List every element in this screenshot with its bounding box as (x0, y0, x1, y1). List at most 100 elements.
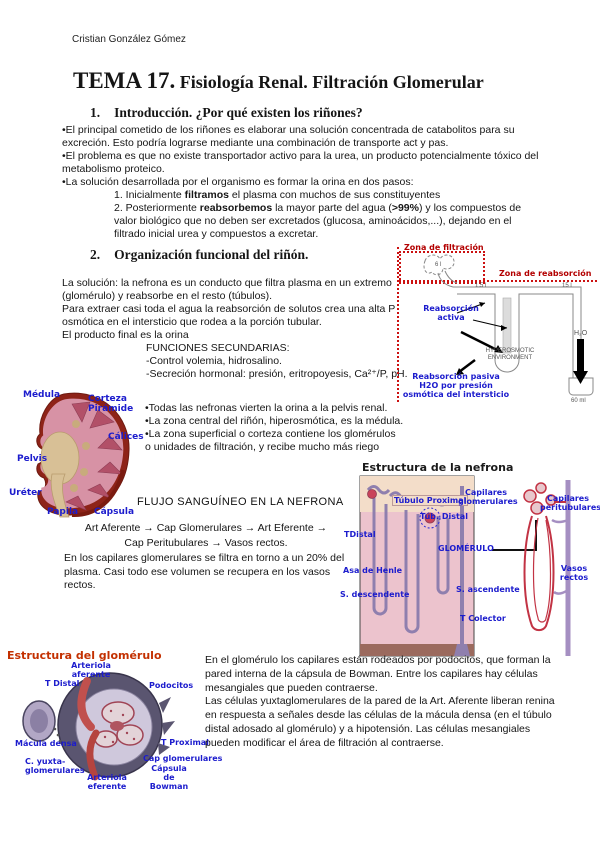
glom-yuxta-label: C. yuxta- glomerulares (25, 757, 85, 775)
reabsorcion-activa-label: Reabsorción activa (423, 304, 479, 322)
hyperosmotic-label: HYPEROSMOTIC ENVIRONMENT (485, 348, 535, 362)
cap-peri-line2: peritubulares (540, 503, 600, 512)
glom-text-para2: Las células yuxtaglomerulares de la pare… (205, 695, 555, 749)
author-name: Cristian González Gómez (72, 34, 186, 45)
flow-heading: FLUJO SANGUÍNEO EN LA NEFRONA (137, 496, 344, 508)
flow-path-line2: Cap Peritubulares → Vasos rectos. (124, 537, 288, 549)
glom-t-proximal-label: T Proximal (161, 738, 209, 747)
reabsorcion-pasiva-line1: Reabsorción pasiva (412, 372, 500, 381)
page-title-lead: TEMA 17. (73, 68, 176, 93)
glom-t-distal-label: T Distal (45, 679, 80, 688)
section1-title: Introducción. ¿Por qué existen los riñon… (114, 105, 363, 120)
bowman-line2: Bowman (149, 782, 189, 791)
s2-para1: La solución: la nefrona es un conducto q… (62, 277, 392, 302)
kidney-piramide-label: Pirámide (88, 404, 134, 414)
page-title-rest: Fisiología Renal. Filtración Glomerular (175, 72, 484, 92)
bullet-1: •El principal cometido de los riñones es… (62, 124, 515, 149)
art-eferente-line2: eferente (87, 782, 127, 791)
section2-number: 2. (90, 247, 101, 262)
glom-text-para1: En el glomérulo los capilares están rode… (205, 654, 551, 694)
glom-capsula-bowman-label: Cápsula de Bowman (145, 764, 193, 791)
section2-heading: 2. Organización funcional del riñón. (90, 246, 308, 264)
section1-body: •El principal cometido de los riñones es… (62, 124, 544, 241)
vasos-line1: Vasos (560, 564, 588, 573)
step2-post: ) y los compuestos de valor biológico qu… (114, 202, 522, 240)
step1-bold: filtramos (184, 189, 229, 201)
step2-bold: reabsorbemos (199, 202, 273, 214)
kidney-note-2: •La zona central del riñón, hiperosmótic… (145, 415, 404, 427)
kidney-papila-label: Papila (47, 507, 79, 517)
section2-body: La solución: la nefrona es un conducto q… (62, 277, 414, 381)
flow-body: En los capilares glomerulares se filtra … (64, 552, 345, 591)
kidney-pelvis-label: Pelvis (17, 454, 48, 464)
s2-subheading: FUNCIONES SECUNDARIAS: (146, 342, 290, 354)
reabsorcion-activa-line2: activa (437, 313, 465, 322)
nephron-asa-henle-label: Asa de Henle (343, 566, 403, 575)
filtration-diagram-art (423, 254, 594, 396)
s2-func2: -Secreción hormonal: presión, eritropoye… (146, 368, 408, 380)
filtration-diagram: Zona de filtración Zona de reabsorción 6… (395, 242, 600, 410)
s2-func1: -Control volemia, hidrosalino. (146, 355, 282, 367)
reabsorption-dotted-line (399, 280, 597, 282)
nephron-tdistal-label: TDistal (344, 530, 376, 539)
cap-peri-line1: Capilares (546, 494, 589, 503)
art-aferente-line2: aferente (71, 670, 111, 679)
h2o-label: H₂O (574, 330, 588, 337)
nephron-glomerulo-label: GLOMÉRULO (438, 544, 494, 553)
kidney-illustration (36, 392, 130, 518)
step1-pre: 1. Inicialmente (114, 189, 185, 201)
glom-arteriola-aferente-label: Arteriola aferente (69, 661, 113, 679)
kidney-diagram: Médula Corteza Pirámide Cálices Pelvis U… (2, 388, 144, 522)
step2-pre: 2. Posteriormente (114, 202, 200, 214)
glomerulus-volume-label: 6 l (435, 262, 442, 268)
kidney-corteza-label: Corteza (88, 394, 127, 404)
step1-post: el plasma con muchos de sus constituyent… (228, 189, 441, 201)
bullet-3: •La solución desarrollada por el organis… (62, 176, 414, 188)
kidney-ureter-label: Uréter (9, 488, 42, 498)
cap-glom-line2: glomerulares (458, 497, 518, 506)
reabsorcion-pasiva-line3: osmótica del intersticio (402, 390, 510, 399)
art-aferente-line1: Arteriola (71, 661, 111, 670)
reabsorcion-pasiva-label: Reabsorción pasiva H2O por presión osmót… (397, 372, 515, 399)
nephron-s-descendente-label: S. descendente (340, 590, 410, 599)
nephron-cap-glomerulares-label: Capilares glomerulares (458, 488, 518, 506)
s2-para3: El producto final es la orina (62, 329, 189, 341)
section1-number: 1. (90, 105, 101, 120)
vasos-line2: rectos (559, 573, 589, 582)
nephron-tub-distal-label: Túb. Distal (420, 512, 468, 521)
glomerulus-diagram: Estructura del glomérulo (3, 645, 222, 803)
nephron-s-ascendente-label: S. ascendente (456, 585, 520, 594)
art-eferente-line1: Arteriola (87, 773, 127, 782)
nephron-cap-peritubulares-label: Capilares peritubulares (540, 494, 600, 512)
nephron-tubulo-proximal-label: Túbulo Proximal (392, 495, 469, 506)
glom-cap-glomerulares-label: Cap glomerulares (143, 754, 223, 763)
kidney-capsula-label: Cápsula (94, 507, 135, 517)
reabsorcion-activa-line1: Reabsorción (423, 304, 479, 313)
flow-path-line1: Art Aferente → Cap Glomerulares → Art Ef… (84, 522, 328, 534)
kidney-calices-label: Cálices (108, 432, 144, 442)
step-2: 2. Posteriormente reabsorbemos la mayor … (114, 202, 544, 241)
filtration-left-dotted-line (397, 247, 399, 402)
yuxta-line1: C. yuxta- (25, 757, 66, 766)
glom-podocitos-label: Podocitos (149, 681, 194, 690)
s2-para2: Para extraer casi toda el agua la reabso… (62, 303, 396, 328)
step-1: 1. Inicialmente filtramos el plasma con … (114, 189, 544, 202)
step2-bold2: >99% (391, 202, 419, 214)
zona-filtracion-label: Zona de filtración (404, 243, 484, 252)
nephron-vasos-rectos-label: Vasos rectos (552, 564, 596, 582)
final-volume-label: 60 ml (571, 398, 586, 404)
glomerulus-text: En el glomérulo los capilares están rode… (205, 654, 557, 751)
kidney-note-1: •Todas las nefronas vierten la orina a l… (145, 402, 388, 414)
glom-macula-densa-label: Mácula densa (15, 739, 77, 748)
glomerulus-title: Estructura del glomérulo (7, 649, 162, 662)
glom-arteriola-eferente-label: Arteriola eferente (85, 773, 129, 791)
nephron-diagram: Estructura de la nefrona (340, 458, 600, 660)
nephron-t-colector-label: T Colector (460, 614, 506, 623)
nephron-illustration (359, 475, 571, 657)
yuxta-line2: glomerulares (25, 766, 85, 775)
page-title: TEMA 17. Fisiología Renal. Filtración Gl… (73, 68, 484, 94)
right-volume-label: 15 l (562, 283, 572, 289)
section2-title: Organización funcional del riñón. (114, 247, 309, 262)
hyperosmotic-line2: ENVIRONMENT (487, 355, 533, 361)
